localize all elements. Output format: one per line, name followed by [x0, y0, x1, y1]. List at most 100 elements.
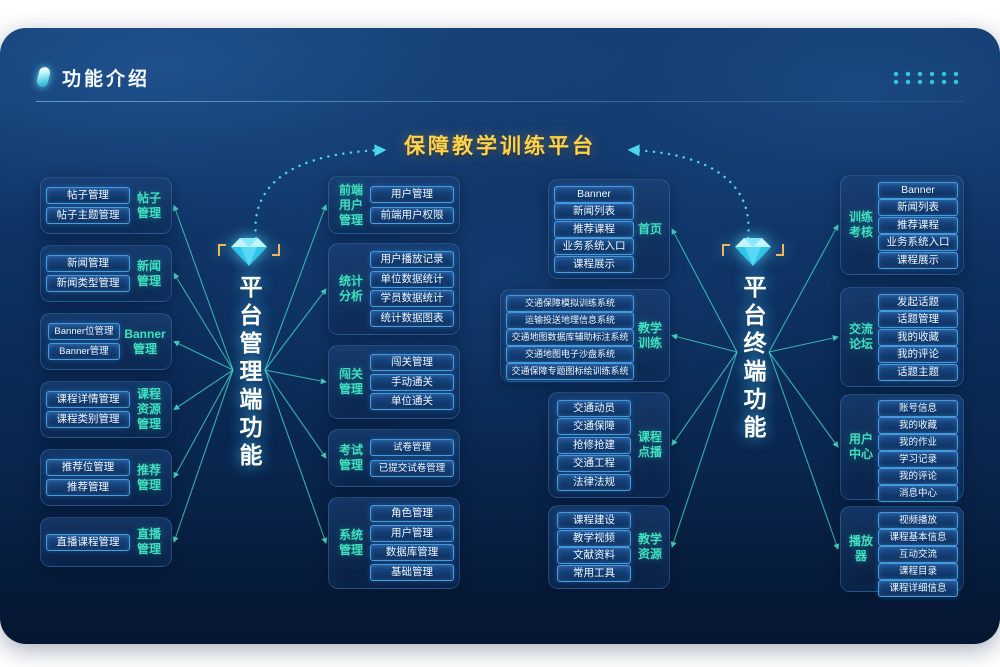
feature-node: 手动通关: [370, 373, 454, 391]
feature-node: 推荐课程: [878, 216, 958, 234]
feature-node: Banner: [554, 185, 634, 203]
group-label: 直播管理: [136, 527, 161, 556]
hub-left-title: 平台管理端功能: [236, 275, 262, 471]
feature-node: 帖子主题管理: [46, 207, 130, 225]
hub-right-title: 平台终端功能: [740, 275, 766, 443]
feature-node: 常用工具: [557, 565, 631, 583]
group-mid_left-2: 闯关管理闯关管理手动通关单位通关: [328, 345, 460, 419]
feature-node: 用户播放记录: [370, 251, 454, 269]
feature-node: 统计数据图表: [370, 309, 454, 327]
group-label: 教学训练: [637, 320, 662, 350]
group-label: 教学资源: [637, 532, 662, 561]
feature-node: 课程目录: [878, 563, 958, 580]
group-label: 交流论坛: [848, 322, 873, 351]
feature-node: 推荐管理: [46, 479, 130, 497]
feature-node: 交通地图数据库辅助标注系统: [506, 329, 634, 346]
group-label: 课程点播: [637, 430, 662, 459]
feature-node: 业务系统入口: [554, 238, 634, 255]
group-label: 推荐管理: [136, 462, 161, 492]
group-label: Banner管理: [124, 326, 166, 356]
group-label: 统计分析: [338, 274, 363, 303]
feature-node: 闯关管理: [370, 353, 454, 371]
header-divider: [36, 101, 964, 102]
feature-node: 学习记录: [878, 451, 958, 468]
group-far_left-3: 课程详情管理课程类别管理课程资源管理: [40, 381, 172, 438]
feature-node: 推荐课程: [554, 220, 634, 238]
feature-node: 抢修抢建: [557, 436, 631, 454]
feature-node: Banner: [878, 181, 958, 199]
diagram-title: 保障教学训练平台: [404, 135, 596, 158]
feature-node: 新闻类型管理: [46, 275, 130, 293]
feature-node: 我的评论: [878, 468, 958, 485]
group-label: 首页: [637, 221, 662, 236]
group-far_left-0: 帖子管理帖子主题管理帖子管理: [40, 177, 172, 234]
section-marker-icon: [35, 65, 52, 89]
feature-node: 帖子管理: [46, 186, 130, 204]
group-label: 播放器: [848, 534, 873, 563]
header-bar: 功能介绍: [35, 62, 960, 92]
feature-node: 新闻管理: [46, 254, 130, 272]
feature-node: 我的收藏: [878, 328, 958, 346]
feature-node: 发起话题: [878, 293, 958, 311]
feature-node: 新闻列表: [554, 203, 634, 220]
feature-node: 业务系统入口: [878, 234, 958, 251]
group-label: 用户中心: [848, 432, 873, 461]
group-mid_left-1: 统计分析用户播放记录单位数据统计学员数据统计统计数据图表: [328, 243, 460, 335]
feature-node: 单位数据统计: [370, 270, 454, 288]
hub-platform-admin: 平台管理端功能: [218, 236, 280, 471]
group-far_right-1: 交流论坛发起话题话题管理我的收藏我的评论话题主题: [840, 287, 964, 387]
feature-node: 学员数据统计: [370, 290, 454, 308]
feature-node: 用户管理: [370, 524, 454, 542]
feature-node: 视频播放: [878, 512, 958, 529]
group-label: 前端用户管理: [338, 182, 363, 227]
feature-node: 推荐位管理: [46, 458, 130, 476]
group-far_left-1: 新闻管理新闻类型管理新闻管理: [40, 245, 172, 302]
feature-node: 我的评论: [878, 346, 958, 363]
feature-node: 话题管理: [878, 311, 958, 328]
group-far_left-5: 直播课程管理直播管理: [40, 517, 172, 567]
feature-node: 交通保障: [557, 418, 631, 435]
feature-node: 课程建设: [557, 511, 631, 529]
diamond-gem-icon: [722, 236, 784, 268]
feature-node: 账号信息: [878, 400, 958, 417]
feature-node: 数据库管理: [370, 544, 454, 562]
feature-node: 互动交流: [878, 546, 958, 563]
feature-node: 课程基本信息: [878, 529, 958, 546]
feature-node: 课程详细信息: [878, 580, 958, 597]
group-label: 新闻管理: [136, 258, 161, 288]
feature-node: 课程展示: [554, 255, 634, 273]
feature-node: 话题主题: [878, 363, 958, 381]
feature-node: 交通保障专题图标绘训练系统: [506, 363, 634, 380]
group-mid_right-2: 交通动员交通保障抢修抢建交通工程法律法规课程点播: [548, 392, 670, 498]
group-mid_right-3: 课程建设教学视频文献资料常用工具教学资源: [548, 505, 670, 589]
feature-node: 课程详情管理: [46, 390, 130, 408]
group-label: 考试管理: [338, 443, 363, 472]
group-far_right-3: 播放器视频播放课程基本信息互动交流课程目录课程详细信息: [840, 506, 964, 597]
group-label: 训练考核: [848, 210, 873, 239]
decor-dots-icon: [890, 69, 960, 85]
feature-node: 我的作业: [878, 434, 958, 451]
feature-node: 用户管理: [370, 186, 454, 203]
feature-node: 试卷管理: [370, 439, 454, 456]
feature-node: Banner管理: [48, 343, 120, 361]
feature-node: 课程类别管理: [46, 411, 130, 429]
feature-node: 直播课程管理: [46, 533, 130, 551]
gem-bracket-right: [776, 244, 784, 256]
gem-bracket-right: [272, 244, 280, 256]
group-label: 课程资源管理: [136, 387, 161, 431]
feature-node: 前端用户权限: [370, 207, 454, 224]
gem-bracket-left: [722, 244, 730, 256]
feature-node: 教学视频: [557, 529, 631, 547]
group-far_left-4: 推荐位管理推荐管理推荐管理: [40, 449, 172, 506]
feature-node: 文献资料: [557, 547, 631, 565]
group-label: 帖子管理: [136, 190, 161, 220]
feature-node: 交通保障模拟训练系统: [506, 295, 634, 312]
hub-platform-terminal: 平台终端功能: [722, 236, 784, 443]
feature-node: Banner位管理: [48, 322, 120, 340]
gem-bracket-left: [218, 244, 226, 256]
group-far_right-2: 用户中心账号信息我的收藏我的作业学习记录我的评论消息中心: [840, 394, 964, 502]
page-title: 功能介绍: [62, 68, 151, 90]
